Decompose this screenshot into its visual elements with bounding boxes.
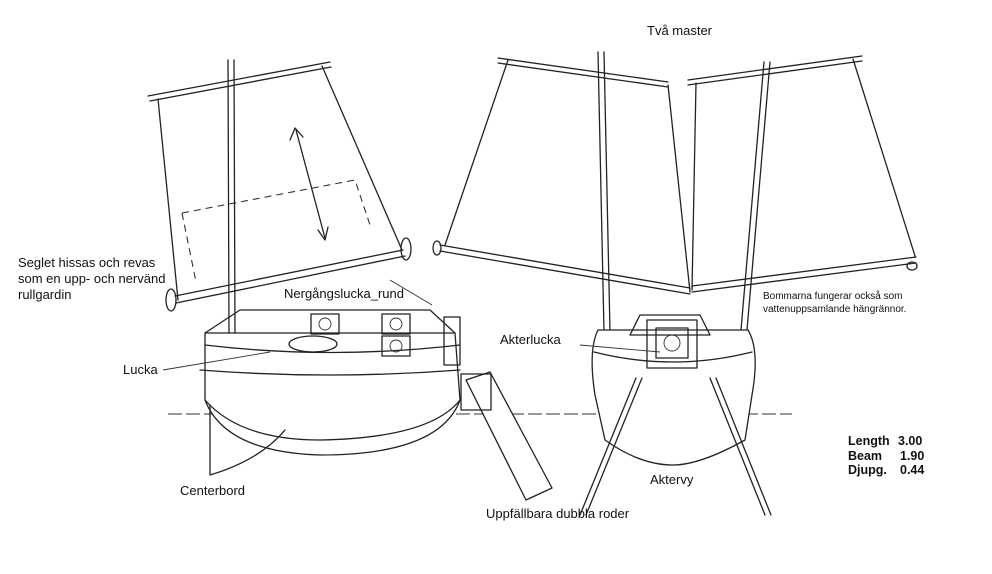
- spec-row-beam: Beam 1.90: [848, 449, 924, 464]
- label-aft-view: Aktervy: [650, 472, 694, 487]
- side-view-mast: [227, 59, 236, 336]
- spec-name: Djupg.: [848, 463, 887, 477]
- label-hatch-round: Nergångslucka_rund: [284, 286, 404, 301]
- side-view-sail: [147, 61, 412, 312]
- stern-view-right-sail: [687, 55, 918, 293]
- spec-name: Beam: [848, 449, 883, 463]
- label-aft-hatch: Akterlucka: [500, 332, 561, 347]
- spec-value: 3.00: [898, 434, 923, 448]
- label-rudders: Uppfällbara dubbla roder: [486, 506, 630, 521]
- side-view-hull: [199, 309, 553, 501]
- stern-view-left-sail: [432, 57, 691, 295]
- spec-value: 0.44: [900, 463, 925, 477]
- label-sail-hoist-line-2: som en upp- och nervänd: [18, 271, 166, 286]
- spec-name: Length: [848, 434, 890, 448]
- label-sail-hoist-line-1: Seglet hissas och revas: [18, 255, 156, 270]
- spec-row-depth: Djupg. 0.44: [848, 463, 924, 478]
- label-booms-note-line-2: vattenuppsamlande hängrännor.: [763, 304, 907, 315]
- stern-view-hull: [579, 314, 772, 516]
- label-booms-note-line-1: Bommarna fungerar också som: [763, 291, 903, 302]
- label-two-masts: Två master: [647, 23, 713, 38]
- label-centerboard: Centerbord: [180, 483, 246, 498]
- stern-view-masts: [597, 51, 771, 333]
- spec-value: 1.90: [900, 449, 925, 463]
- label-hatch: Lucka: [123, 362, 158, 377]
- spec-row-length: Length 3.00: [848, 434, 922, 449]
- label-sail-hoist-line-3: rullgardin: [18, 287, 72, 302]
